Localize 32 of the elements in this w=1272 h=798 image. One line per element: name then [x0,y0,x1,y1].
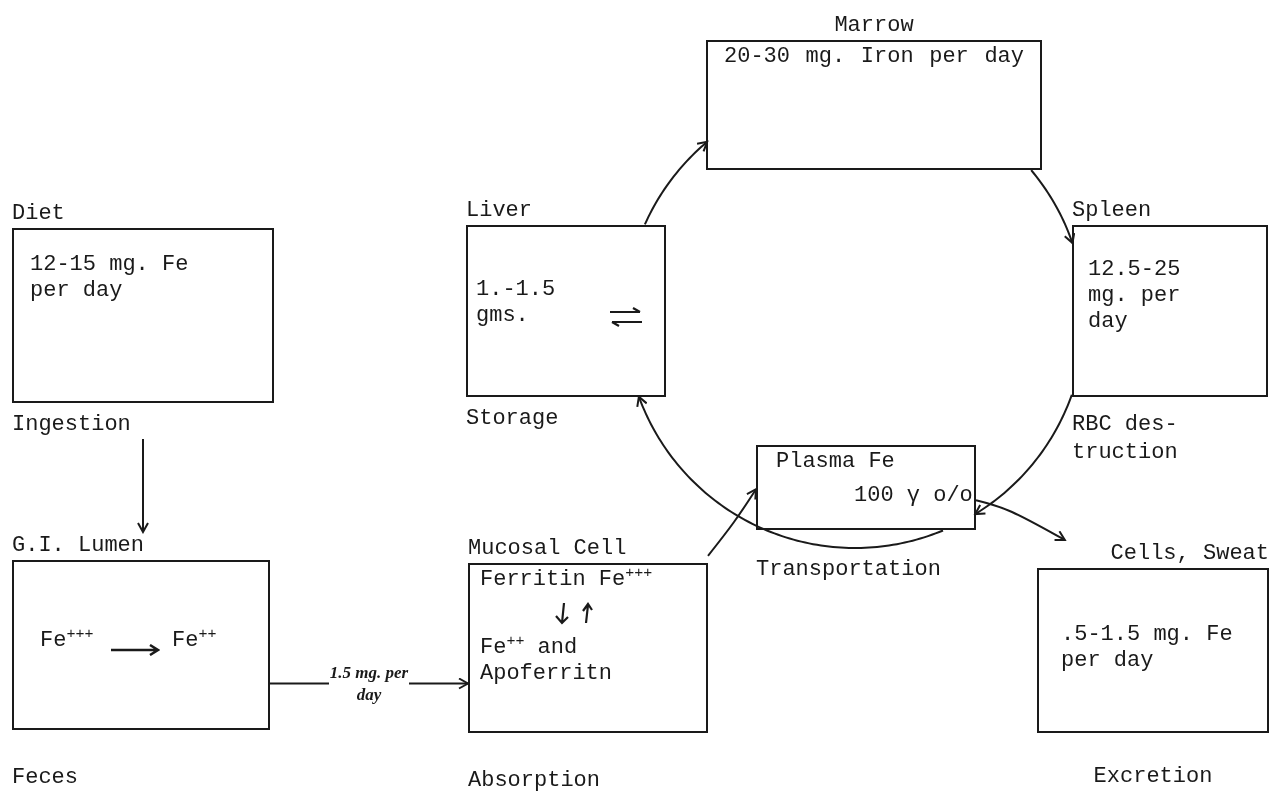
node-heading: Diet [12,200,66,228]
node-text: 12-15 mg. Fe per day [30,252,190,304]
node-caption: Absorption [468,767,602,795]
node-text: Fe$^{++}$ [172,628,218,654]
node-heading: Marrow [833,12,915,40]
arrow [975,499,1066,541]
node-heading: Cells, Sweat [1109,540,1269,568]
node-heading: Spleen [1072,197,1153,225]
node-heading: Mucosal Cell [468,535,628,563]
node-text: 100 γ o/o [854,483,974,509]
node-heading: G.I. Lumen [12,532,146,560]
arrow [643,140,709,226]
node-heading: Liver [466,197,533,225]
node-caption: Storage [466,405,560,433]
arrow [137,438,149,533]
node-text: Fe$^{+++}$ [40,628,95,654]
node-caption: Excretion [1092,763,1214,791]
node-text: 1.-1.5 gms. [476,277,557,329]
arrow [707,488,757,557]
node-text: 20-30 mg. Iron per day [724,44,1024,70]
node-caption: Transportation [756,556,942,584]
node-text: 12.5-25 mg. per day [1088,257,1182,335]
arrow [974,393,1073,516]
arrow [636,395,944,549]
node-text: .5-1.5 mg. Fe per day [1061,622,1234,674]
arrow [1030,169,1076,245]
node-text: Ferritin Fe$^{+++}$ [480,567,654,593]
node-text: Fe$^{++}$ and Apoferritn [480,635,614,687]
node-heading: Plasma Fe [776,449,896,475]
node-caption: RBC des- truction [1072,411,1179,467]
node-caption: Feces [12,764,79,792]
node-caption: Ingestion [12,411,132,439]
